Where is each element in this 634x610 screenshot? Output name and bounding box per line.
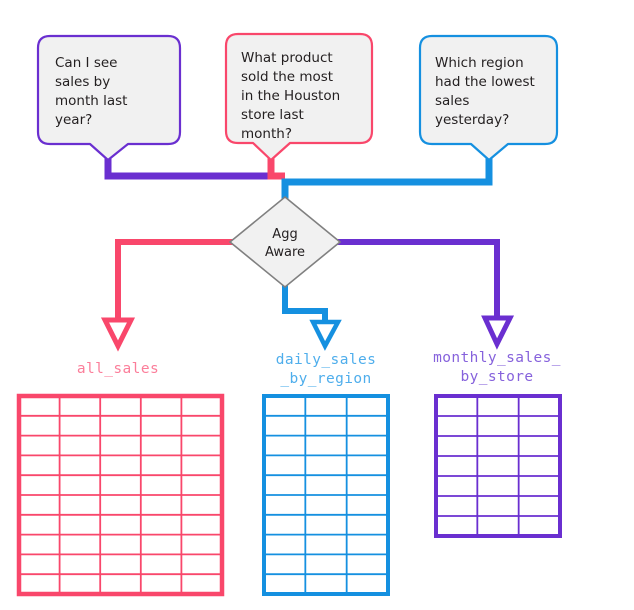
table-grid-all-sales[interactable]: [16, 393, 225, 597]
connector-node-to-all-sales: [100, 239, 235, 352]
connector-node-to-monthly-sales: [333, 239, 515, 350]
table-grid-monthly-sales-by-store[interactable]: [434, 394, 562, 538]
agg-aware-decision-node[interactable]: Agg Aware: [228, 195, 342, 289]
connector-node-to-daily-sales: [282, 277, 342, 351]
question-3-line-3: sales: [435, 93, 469, 109]
question-2-line-5: month?: [241, 126, 292, 142]
all-sales-label-line-1: all_sales: [77, 361, 159, 377]
question-2-line-3: in the Houston: [241, 88, 340, 104]
daily-sales-label-line-2: _by_region: [280, 371, 371, 387]
question-1-line-3: month last: [55, 93, 127, 109]
question-1-line-4: year?: [55, 112, 92, 128]
table-label-monthly-sales-by-store: monthly_sales_ by_store: [433, 350, 561, 385]
question-3-line-4: yesterday?: [435, 112, 509, 128]
speech-bubble-question-2[interactable]: What product sold the most in the Housto…: [224, 32, 374, 162]
agg-aware-label-line-1: Agg: [272, 227, 297, 242]
daily-sales-label-line-1: daily_sales: [276, 352, 376, 368]
question-3-line-1: Which region: [435, 55, 524, 71]
question-2-line-1: What product: [241, 50, 333, 66]
question-3-line-2: had the lowest: [435, 74, 535, 90]
table-label-all-sales: all_sales: [77, 361, 159, 377]
monthly-sales-label-line-2: by_store: [460, 369, 533, 385]
question-1-line-1: Can I see: [55, 55, 117, 71]
question-2-line-4: store last: [241, 107, 304, 123]
table-label-daily-sales-by-region: daily_sales _by_region: [276, 352, 376, 387]
agg-aware-label-line-2: Aware: [265, 245, 305, 260]
table-grid-daily-sales-by-region[interactable]: [262, 394, 390, 596]
table-outer-border: [434, 394, 562, 538]
speech-bubble-question-1[interactable]: Can I see sales by month last year?: [36, 34, 182, 162]
question-1-line-2: sales by: [55, 74, 110, 90]
question-2-line-2: sold the most: [241, 69, 333, 85]
speech-bubble-question-3[interactable]: Which region had the lowest sales yester…: [418, 34, 559, 162]
monthly-sales-label-line-1: monthly_sales_: [433, 350, 561, 366]
connector-purple-question-to-node: [104, 152, 271, 180]
connector-blue-question-to-node: [281, 152, 493, 207]
